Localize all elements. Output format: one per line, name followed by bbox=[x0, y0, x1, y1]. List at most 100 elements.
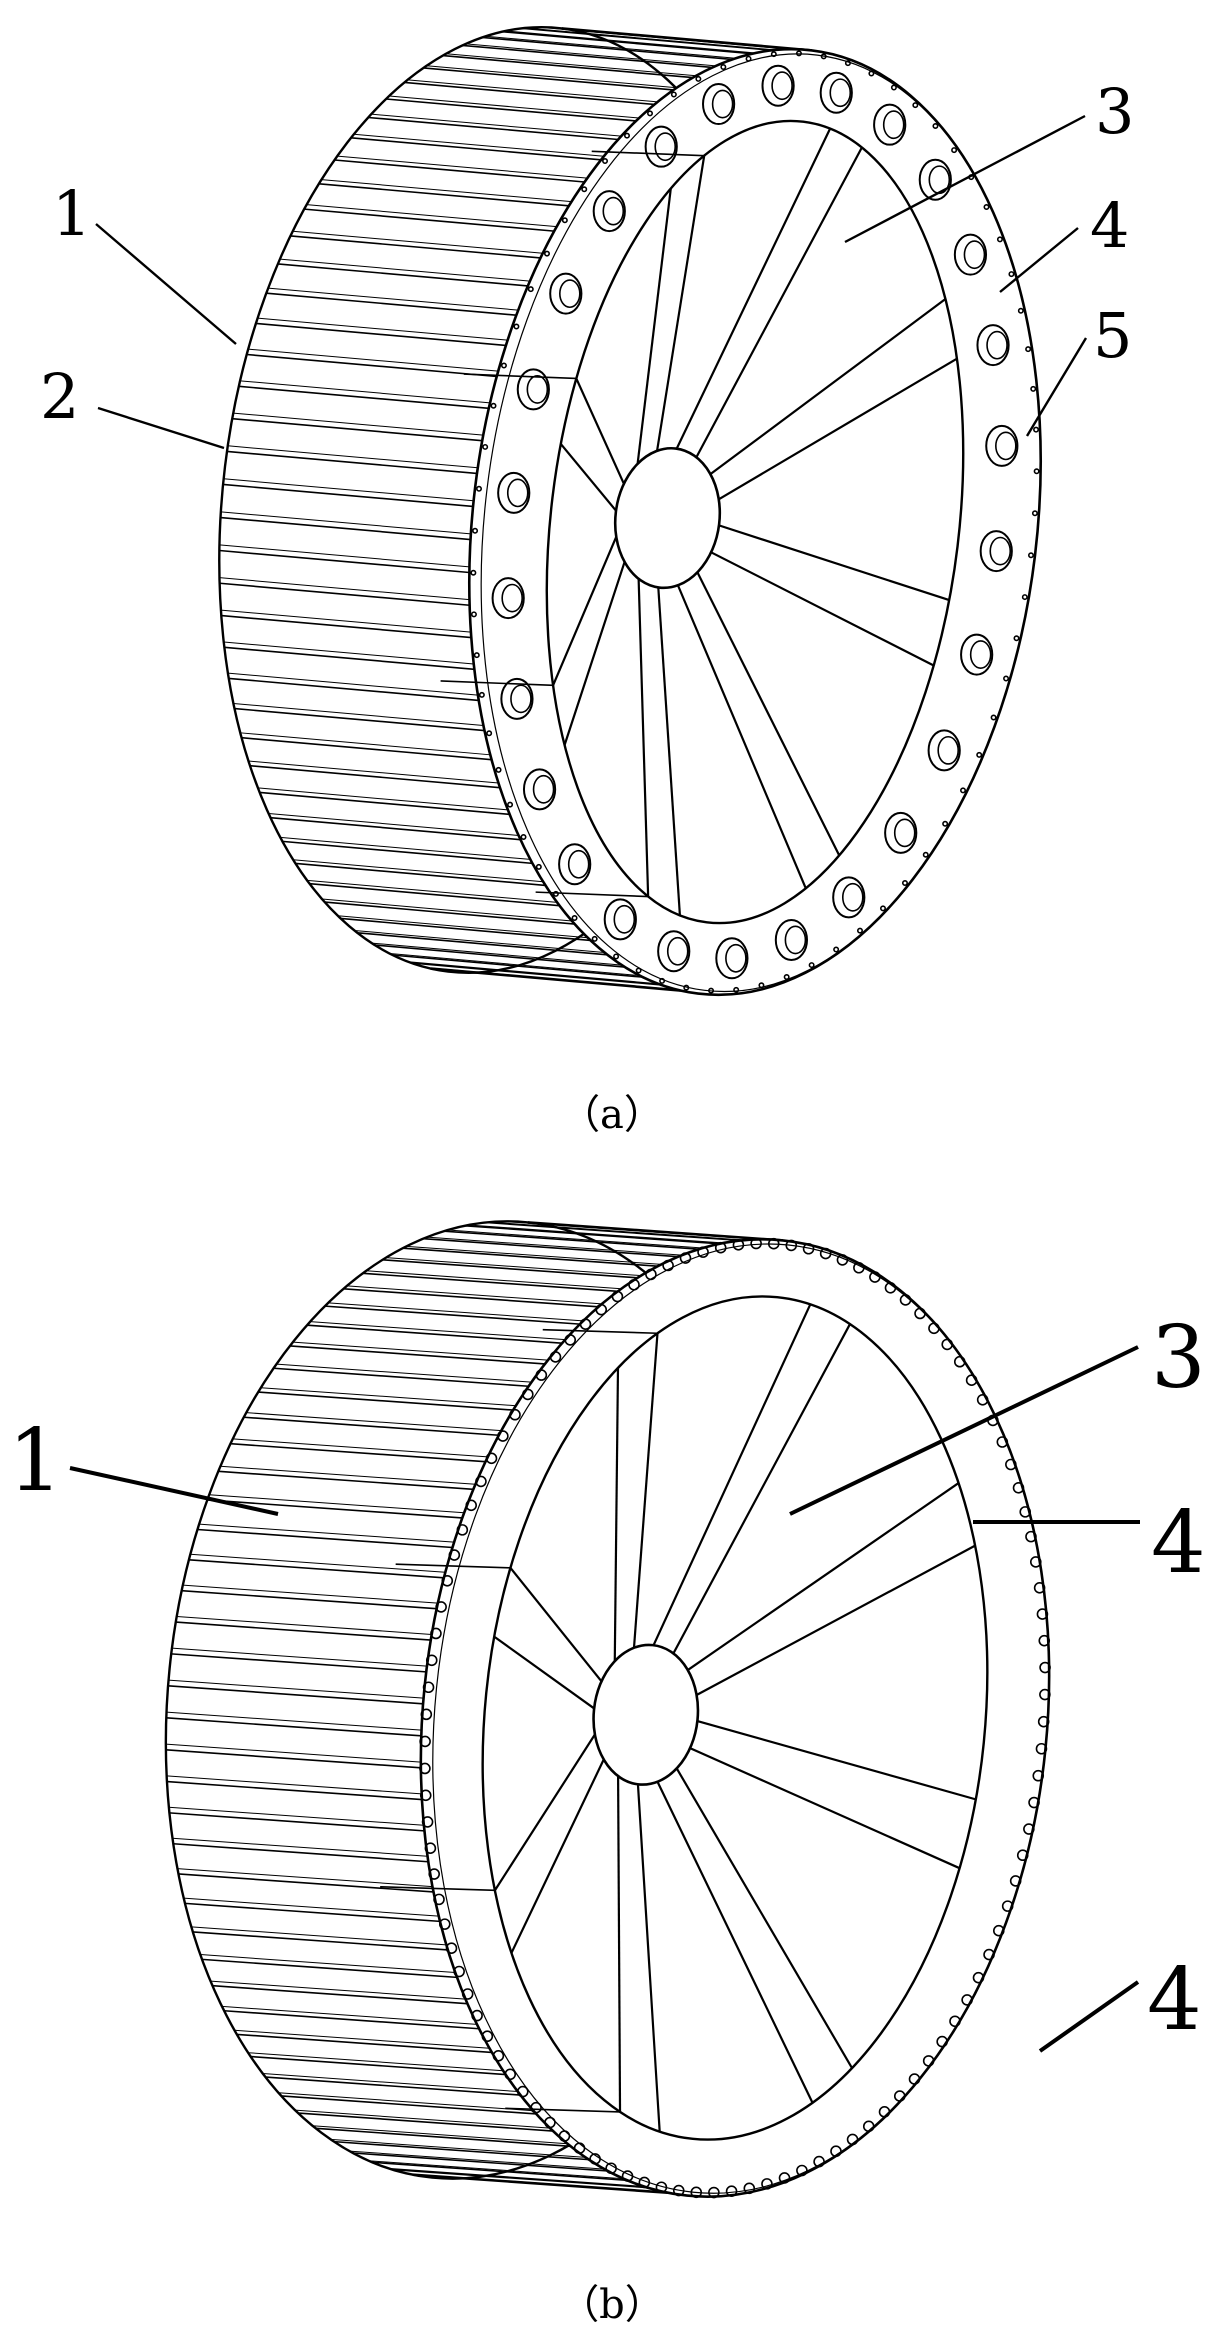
drum-rib-edge bbox=[268, 812, 519, 836]
rim-dot bbox=[1029, 1556, 1042, 1568]
bolt-hole bbox=[506, 478, 529, 508]
spoke-edge bbox=[636, 188, 672, 464]
drum-rib-edge bbox=[292, 230, 543, 254]
rim-dot bbox=[424, 1842, 437, 1854]
rim-dot bbox=[697, 1246, 709, 1258]
rim-dot bbox=[659, 977, 666, 984]
drum-ribs bbox=[219, 26, 816, 992]
spoke-edge bbox=[687, 1482, 960, 1671]
spoke-edge bbox=[563, 561, 626, 746]
drum-rib bbox=[402, 1247, 658, 1268]
drum-rib bbox=[258, 1391, 514, 1411]
rim-dot bbox=[419, 1789, 432, 1802]
rim-dot bbox=[522, 1388, 534, 1401]
rim-dot bbox=[1039, 1688, 1051, 1701]
rim-dot bbox=[461, 1988, 474, 2000]
rim-dot bbox=[611, 1290, 624, 1303]
drum-rib bbox=[234, 707, 485, 732]
drum-rib bbox=[166, 1717, 422, 1737]
drum-silhouette bbox=[430, 967, 681, 992]
rim-dot bbox=[481, 2030, 494, 2043]
drum-rib-edge bbox=[210, 1980, 466, 2000]
drum-rib-edge bbox=[446, 53, 697, 77]
drum-rib bbox=[350, 137, 602, 161]
drum-silhouette bbox=[561, 27, 812, 52]
rim-dot bbox=[820, 53, 827, 60]
rim-dot bbox=[949, 2015, 961, 2028]
drum-rib bbox=[218, 1470, 474, 1491]
drum-rib bbox=[404, 81, 655, 106]
rim-dot bbox=[725, 2185, 738, 2197]
bolt-hole bbox=[602, 196, 625, 226]
drum-rib-edge bbox=[240, 732, 491, 756]
drum-rib bbox=[243, 1416, 499, 1437]
rim-dot bbox=[433, 1893, 445, 1906]
spoke-depth-edge bbox=[395, 1563, 511, 1569]
drum-rib-edge bbox=[191, 1926, 447, 1946]
rim-dot bbox=[770, 51, 777, 58]
rim-dot bbox=[1013, 635, 1020, 642]
rim-dot bbox=[767, 1237, 780, 1250]
bolt-head bbox=[832, 876, 866, 919]
bolt-hole bbox=[893, 818, 916, 848]
rim-dot bbox=[808, 962, 815, 969]
rim-dot bbox=[856, 927, 863, 934]
bolt-head bbox=[497, 471, 531, 514]
bolt-hole bbox=[711, 89, 734, 119]
drum-rib bbox=[226, 450, 478, 475]
bolt-hole bbox=[986, 330, 1008, 360]
bolt-head bbox=[603, 898, 637, 941]
drum-rib bbox=[324, 901, 575, 925]
drum-rib bbox=[318, 182, 570, 207]
rim-dot bbox=[430, 1627, 442, 1640]
rim-dot bbox=[662, 1259, 674, 1272]
drum-rib bbox=[304, 208, 555, 232]
rim-dot bbox=[708, 987, 715, 994]
rim-dot bbox=[490, 402, 497, 409]
rim-dot bbox=[422, 1681, 435, 1694]
figure-b-leader-lines bbox=[69, 1345, 1140, 2053]
drum-rib bbox=[228, 677, 479, 702]
spoke-edge bbox=[616, 1776, 622, 2112]
drum-rib-edge bbox=[232, 1438, 488, 1458]
drum-rib-edge bbox=[209, 1494, 465, 1514]
drum-rib-edge bbox=[227, 445, 478, 469]
drum-rib-edge bbox=[408, 961, 659, 985]
rim-dot bbox=[470, 569, 477, 576]
rim-dot bbox=[445, 1942, 458, 1954]
drum-rib-edge bbox=[168, 1679, 424, 1699]
drum-rib-edge bbox=[293, 859, 544, 883]
drum-rib bbox=[224, 2009, 480, 2030]
leader-line bbox=[844, 114, 1086, 244]
drum-rib bbox=[270, 816, 521, 841]
rim-dot bbox=[1028, 552, 1035, 559]
rim-dot bbox=[714, 1241, 727, 1254]
leader-line bbox=[95, 223, 237, 345]
drum-rib-edge bbox=[248, 760, 499, 784]
rim-dot bbox=[535, 863, 542, 870]
spoke-edge bbox=[613, 1367, 620, 1662]
drum-rib-edge bbox=[278, 2092, 534, 2112]
drum-rib bbox=[522, 27, 773, 52]
rim-dot bbox=[733, 986, 740, 993]
bolt-head bbox=[549, 272, 583, 315]
ring-bolts bbox=[491, 64, 1019, 980]
drum-rib-edge bbox=[337, 915, 588, 939]
drum-rib bbox=[295, 862, 546, 887]
rim-dot bbox=[448, 1549, 461, 1561]
spoke-edge bbox=[493, 1733, 596, 1891]
rim-dot bbox=[504, 2068, 517, 2081]
rim-dot bbox=[470, 611, 477, 618]
rim-dot bbox=[830, 2145, 842, 2158]
rim-dot bbox=[544, 2116, 556, 2129]
rim-dot bbox=[1023, 1823, 1035, 1835]
drum-rib-edge bbox=[353, 133, 604, 157]
bolt-hole bbox=[841, 882, 864, 912]
rim-dot bbox=[509, 1408, 521, 1421]
bolt-hole bbox=[963, 240, 986, 270]
hub bbox=[592, 1643, 700, 1786]
leader-line bbox=[1025, 337, 1088, 437]
spoke-edge bbox=[510, 1759, 605, 1954]
rim-dot bbox=[936, 2035, 948, 2048]
